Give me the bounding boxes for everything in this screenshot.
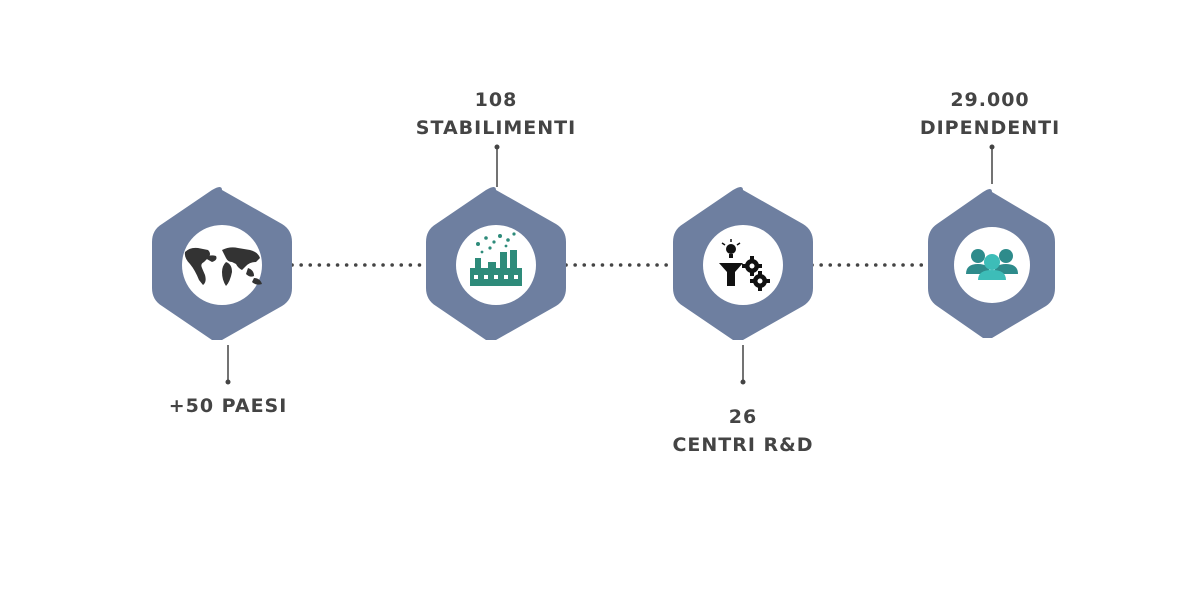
milestone-3-text: CENTRI R&D [672, 434, 814, 456]
milestone-4-value: 29.000 [950, 89, 1030, 111]
milestone-1-text: +50 PAESI [168, 395, 288, 417]
milestone-3-label: 26 CENTRI R&D [643, 403, 843, 459]
milestone-4-label: 29.000 DIPENDENTI [900, 86, 1080, 142]
milestone-2-value: 108 [474, 89, 518, 111]
pins [225, 144, 995, 385]
hexagon-3 [673, 187, 813, 340]
innovation-gears-icon [719, 239, 770, 291]
milestone-3-value: 26 [728, 406, 758, 428]
world-map-icon [184, 247, 262, 286]
hexagon-1 [152, 187, 292, 340]
pin-dot-2 [494, 144, 500, 150]
people-group-icon [966, 249, 1018, 280]
pin-dot-1 [225, 379, 231, 385]
factory-icon [470, 232, 522, 286]
pin-dot-3 [740, 379, 746, 385]
milestone-4-text: DIPENDENTI [919, 117, 1061, 139]
milestone-2-label: 108 STABILIMENTI [394, 86, 598, 142]
pin-dot-4 [989, 144, 995, 150]
hex-circle-1 [182, 225, 262, 305]
milestone-1-label: +50 PAESI [128, 392, 328, 420]
milestone-2-text: STABILIMENTI [415, 117, 577, 139]
